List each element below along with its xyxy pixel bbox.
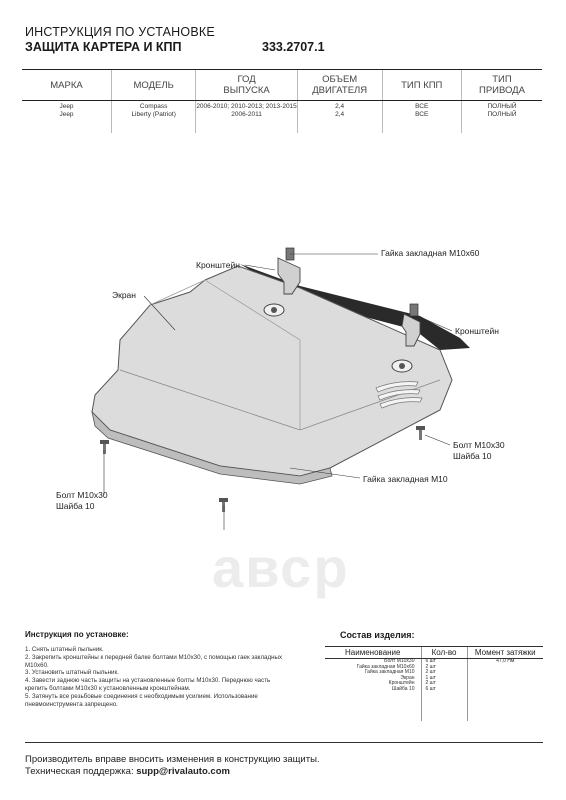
spec-cell: Liberty (Patriot) (131, 111, 176, 118)
label-bracket-right: Кронштейн (455, 326, 499, 336)
spec-cell: Jeep (59, 103, 74, 110)
spec-col-drive: ПОЛНЫЙ ПОЛНЫЙ (460, 100, 542, 119)
table-top-rule (22, 69, 542, 70)
support-label: Техническая поддержка: (25, 766, 134, 777)
spec-cell: Jeep (59, 111, 74, 118)
instruction-step: крепить болтами М10х30 к установленным к… (25, 684, 191, 692)
table-row: Кронштейн 2 шт (325, 681, 543, 687)
footer-support: Техническая поддержка: supp@rivalauto.co… (25, 766, 230, 777)
bracket-right (391, 303, 421, 373)
part-qty: 6 шт (420, 686, 467, 693)
spec-col-engine: 2,4 2,4 (296, 100, 383, 119)
label-washer-left: Шайба 10 (56, 501, 95, 511)
instruction-step: М10х60. (25, 661, 49, 669)
label-bolt-right: Болт М10х30 (453, 440, 505, 450)
part-torque (466, 681, 543, 687)
part-name: Экран (400, 674, 415, 681)
part-name: Шайба 10 (391, 685, 415, 692)
table-row: Экран 1 шт (325, 674, 543, 682)
table-row: Гайка закладная М10х60 2 шт (325, 663, 543, 671)
label-screen: Экран (112, 290, 136, 300)
part-torque (466, 664, 543, 671)
product-code: 333.2707.1 (262, 40, 325, 54)
watermark-logo: aвср (212, 536, 350, 599)
spec-cell: ПОЛНЫЙ (487, 111, 517, 118)
table-row: Болт М10х30 6 шт 47,0 Нм (325, 658, 543, 665)
instruction-step: 5. Затянуть все резьбовые соединения с н… (25, 692, 258, 700)
label-nut-top: Гайка закладная М10х60 (381, 248, 480, 258)
label-bracket-top: Кронштейн (196, 260, 240, 270)
part-name: Гайка закладная М10 (364, 669, 415, 676)
plate-flange (91, 410, 333, 485)
support-email-link[interactable]: supp@rivalauto.com (136, 766, 230, 777)
composition-title: Состав изделия: (340, 630, 415, 640)
spec-cell: 2006-2011 (231, 111, 262, 118)
spec-cell: ВСЕ (415, 111, 429, 118)
spec-cell: 2,4 (335, 111, 345, 118)
instruction-step: 2. Закрепить кронштейны к передней балке… (25, 653, 283, 661)
footer-notice: Производитель вправе вносить изменения в… (25, 754, 320, 765)
part-name: Гайка закладная М10х60 (356, 663, 415, 670)
instruction-step: 4. Завести заднюю часть защиты на устано… (25, 677, 271, 685)
spec-cell: 2006-2010; 2010-2013; 2013-2015 (196, 103, 297, 110)
part-qty: 2 шт (420, 670, 467, 676)
plate-rib (149, 279, 301, 430)
spec-cell: Compass (139, 103, 168, 110)
table-row: Шайба 10 6 шт (325, 685, 543, 693)
instruction-step: 1. Снять штатный пыльник. (25, 646, 104, 653)
part-torque (466, 670, 543, 676)
leader-lines (103, 253, 453, 530)
composition-header-name: Наименование (325, 646, 421, 659)
spec-cell: 2,4 (335, 103, 345, 110)
spec-header-brand: МАРКА (22, 70, 112, 101)
label-nut-bottom: Гайка закладная М10 (363, 474, 448, 484)
instructions-list: 1. Снять штатный пыльник. 2. Закрепить к… (25, 646, 325, 708)
spec-col-year: 2006-2010; 2010-2013; 2013-2015 2006-201… (195, 100, 298, 119)
part-qty: 1 шт (420, 675, 467, 682)
instructions-title: Инструкция по установке: (25, 630, 129, 639)
part-qty: 2 шт (420, 681, 467, 687)
spec-col-gearbox: ВСЕ ВСЕ (381, 100, 462, 119)
part-name: Кронштейн (388, 680, 415, 687)
spec-col-model: Compass Liberty (Patriot) (111, 100, 196, 119)
spec-header-gearbox: ТИП КПП (381, 70, 462, 101)
doc-title-line2: ЗАЩИТА КАРТЕРА И КПП (25, 40, 182, 54)
instruction-step: 3. Установить штатный пыльник. (25, 669, 119, 677)
bolt-icon (219, 498, 228, 512)
footer-rule (25, 742, 543, 743)
part-torque (466, 686, 543, 693)
spec-col-brand: Jeep Jeep (22, 101, 112, 120)
spec-cell: ВСЕ (415, 103, 429, 110)
part-qty: 2 шт (420, 664, 467, 671)
part-qty: 6 шт (420, 658, 467, 665)
composition-header-qty: Кол-во (420, 646, 467, 659)
part-torque: 47,0 Нм (466, 658, 543, 665)
composition-table: Наименование Кол-во Момент затяжки Болт … (325, 646, 543, 721)
nut-m10x60 (409, 303, 419, 317)
vent-slots (375, 381, 423, 409)
label-bolt-left: Болт М10х30 (56, 490, 108, 500)
bolt-icon (100, 440, 109, 454)
spec-body-row: Jeep Jeep Compass Liberty (Patriot) 2006… (22, 100, 542, 120)
instruction-step: пневмоинструмента запрещено. (25, 700, 118, 708)
part-torque (466, 675, 543, 682)
composition-header-torque: Момент затяжки (466, 646, 543, 659)
table-row: Гайка закладная М10 2 шт (325, 670, 543, 676)
assembly-diagram (91, 247, 470, 530)
bolt-icon (416, 426, 425, 440)
spec-cell: ПОЛНЫЙ (487, 103, 517, 110)
doc-title-line1: ИНСТРУКЦИЯ ПО УСТАНОВКЕ (25, 25, 215, 39)
part-name: Болт М10х30 (384, 658, 415, 664)
composition-header-row: Наименование Кол-во Момент затяжки (325, 646, 543, 659)
spec-header-model: МОДЕЛЬ (111, 70, 196, 101)
label-washer-right: Шайба 10 (453, 451, 492, 461)
